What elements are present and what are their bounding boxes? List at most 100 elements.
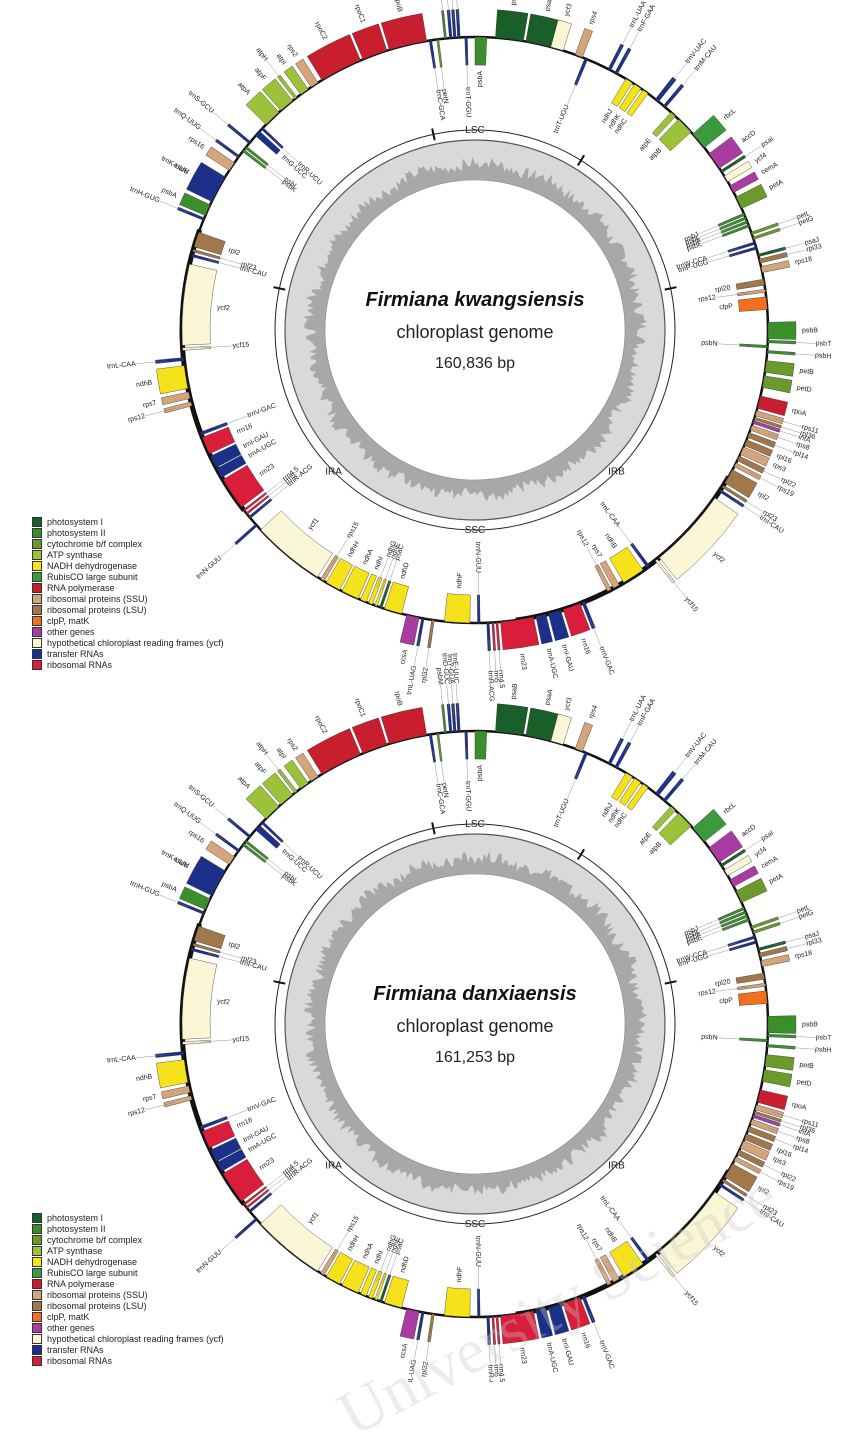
gene-label: trnH-GUG [129, 880, 161, 898]
gene-label: rps12 [127, 1107, 146, 1118]
legend-item: NADH dehydrogenase [32, 560, 292, 571]
irb-lsc-boundary [665, 287, 677, 289]
gene-label: psbA [160, 187, 178, 200]
gene-leader-line [440, 750, 444, 783]
gene-block-rps12 [737, 983, 765, 990]
gene-block-rps18 [761, 955, 790, 967]
gene-block-trnt-ggu [465, 731, 468, 759]
gene-label: trnA-UGC [545, 648, 559, 680]
gene-label: rps12 [698, 988, 716, 997]
gene-label: psbA [477, 71, 484, 87]
gene-leader-line [440, 56, 444, 89]
gene-leader-line [767, 218, 796, 228]
gene-label: rps12 [698, 294, 716, 303]
gene-block-rps12 [737, 289, 765, 296]
lsc-ira-boundary [274, 981, 286, 983]
gene-leader-line [263, 485, 289, 506]
gene-label: ndhA [362, 548, 375, 566]
legend-item: NADH dehydrogenase [32, 1256, 292, 1267]
gene-block-rps4 [575, 28, 592, 57]
gene-leader-line [775, 937, 805, 945]
legend-item: clpP, matK [32, 1311, 292, 1322]
gene-label: trnQ-UUG [172, 107, 202, 131]
legend-item: ATP synthase [32, 549, 292, 560]
lsc-ira-boundary [274, 287, 286, 289]
gene-label: rrn16 [579, 638, 591, 656]
gene-label: trnL-CAA [598, 501, 621, 529]
gene-label: trnS-GCU [187, 784, 215, 809]
legend-item: cytochrome b/f complex [32, 1234, 292, 1245]
gene-label: psbA [160, 881, 178, 894]
gene-leader-line [707, 942, 739, 952]
gene-block-rrn5 [492, 622, 496, 650]
gene-label: petD [796, 1079, 812, 1088]
legend-item: other genes [32, 1322, 292, 1333]
gene-leader-line [145, 1102, 175, 1110]
gene-label: atpF [253, 67, 267, 82]
gene-label: rps16 [187, 829, 206, 845]
legend-swatch [32, 572, 42, 582]
legend-label: photosystem II [47, 1224, 106, 1234]
gene-block-trnt-ugu [574, 58, 587, 85]
gene-label: trnN-GUU [474, 542, 481, 573]
gene-block-psbt [768, 1034, 796, 1038]
gene-leader-line [590, 618, 602, 647]
gene-block-ycf2 [182, 264, 217, 345]
gene-label: psbT [816, 340, 833, 348]
gene-label: ndhD [399, 562, 410, 580]
gene-label: petA [768, 873, 784, 886]
gene-leader-line [257, 161, 283, 181]
gene-label: trnL-CAA [107, 361, 137, 371]
gene-label: rps7 [142, 1094, 157, 1104]
gene-label: rpl32 [421, 667, 430, 684]
legend-label: RNA polymerase [47, 583, 115, 593]
gene-label: rrn16 [236, 1117, 254, 1130]
gene-label: rbcL [723, 107, 738, 121]
ira-ssc-boundary [432, 129, 434, 141]
gene-label: rps4 [588, 704, 599, 719]
gene-label: rrn23 [518, 653, 527, 670]
gene-block-rps4 [575, 722, 592, 751]
gene-label: rpl2 [756, 491, 770, 503]
legend-swatch [32, 1257, 42, 1267]
gene-label: rrn23 [258, 1157, 276, 1172]
gene-label: trnL-UAG [406, 665, 418, 695]
legend-label: other genes [47, 627, 95, 637]
gene-label: rpl2 [227, 941, 240, 951]
gene-leader-line [213, 112, 237, 132]
gene-label: clpP [719, 997, 734, 1005]
gene-label: trnN-GUU [474, 1236, 481, 1267]
gene-block-trnk-uuu [186, 162, 225, 201]
legend-swatch [32, 1323, 42, 1333]
gene-label: trnT-GGU [464, 781, 472, 812]
legend-swatch [32, 638, 42, 648]
gene-label: ycf2 [712, 551, 726, 565]
gene-block-rpl20 [736, 973, 765, 983]
legend-item: RubisCO large subunit [32, 1267, 292, 1278]
legend-label: ribosomal RNAs [47, 1356, 112, 1366]
gene-label: trnL-CAA [107, 1055, 137, 1065]
gene-label: ycf4 [754, 152, 769, 165]
gene-leader-line [263, 1179, 289, 1200]
legend-swatch [32, 583, 42, 593]
gene-label: ycf15 [232, 342, 249, 350]
legend-swatch [32, 561, 42, 571]
legend-item: hypothetical chloroplast reading frames … [32, 1333, 292, 1344]
gene-label: rps18 [794, 256, 813, 266]
gene-leader-line [707, 248, 739, 258]
gene-block-ccsa [400, 615, 419, 645]
legend-swatch [32, 1235, 42, 1245]
gene-label: petA [768, 179, 784, 192]
gene-block-trnd-guc [447, 10, 452, 38]
gene-leader-line [208, 954, 240, 962]
legend-label: cytochrome b/f complex [47, 1235, 142, 1245]
gene-leader-line [259, 158, 285, 179]
gene-block-psab [495, 10, 528, 41]
region-label-irb: IRB [608, 1160, 625, 1171]
gene-label: ndhA [362, 1242, 375, 1260]
genome-length: 160,836 bp [435, 355, 515, 372]
gene-label: ndhD [399, 1256, 410, 1274]
legend-label: photosystem I [47, 517, 103, 527]
